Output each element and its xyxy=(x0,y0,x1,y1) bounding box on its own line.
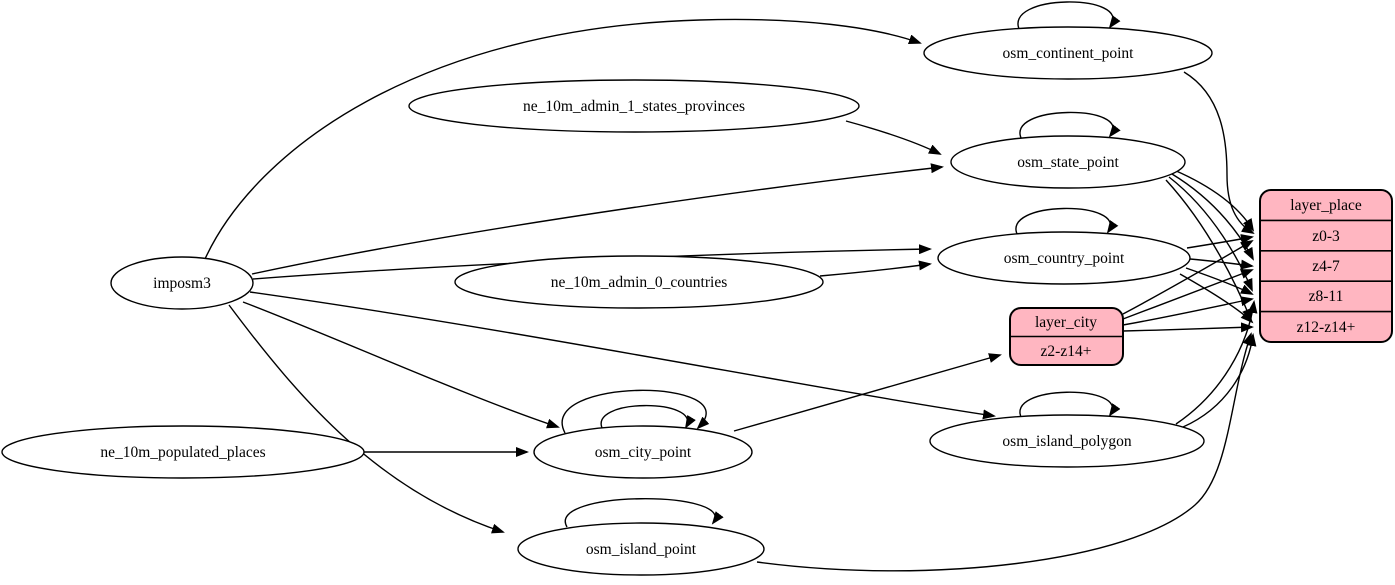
node-osm_city_point-shape xyxy=(533,425,753,479)
layer_city-row-z2-z14: z2-z14+ xyxy=(1041,343,1092,360)
edge-osm_island_polygon-layer_place-z8-11 xyxy=(1175,300,1258,425)
layer_place-title: layer_place xyxy=(1290,197,1362,214)
edge-layer_city-layer_place-z0-3 xyxy=(1122,239,1254,315)
node-osm_state_point-label: osm_state_point xyxy=(1017,154,1119,171)
edge-osm_island_point-layer_place-z12-z14 xyxy=(756,332,1253,572)
selfloop-osm_continent_point xyxy=(1017,1,1121,32)
edge-osm_island_polygon-layer_place-z12-z14 xyxy=(1182,333,1257,428)
node-ne_10m_admin_1_states_provinces-label: ne_10m_admin_1_states_provinces xyxy=(523,98,745,115)
node-osm_state_point-shape xyxy=(950,135,1186,189)
node-osm_country_point-shape xyxy=(937,231,1191,285)
node-imposm3-label: imposm3 xyxy=(153,275,211,292)
edge-osm_country_point-layer_place-z4-7 xyxy=(1189,258,1254,270)
node-osm_country_point: osm_country_point xyxy=(937,231,1191,285)
node-ne_10m_populated_places-label: ne_10m_populated_places xyxy=(100,444,265,461)
node-osm_continent_point: osm_continent_point xyxy=(923,26,1213,80)
layer_city-title: layer_city xyxy=(1035,314,1097,331)
edge-layer_city-layer_place-z8-11 xyxy=(1122,296,1254,326)
node-osm_state_point: osm_state_point xyxy=(950,135,1186,189)
edge-imposm3-osm_continent_point xyxy=(204,18,922,260)
selfloop-osm_country_point xyxy=(1015,207,1119,237)
edge-osm_country_point-layer_place-z0-3 xyxy=(1186,234,1254,249)
node-ne_10m_admin_1_states_provinces: ne_10m_admin_1_states_provinces xyxy=(408,79,860,133)
layer_place-row-z8-11: z8-11 xyxy=(1309,288,1344,305)
node-osm_island_polygon: osm_island_polygon xyxy=(929,414,1205,468)
node-ne_10m_populated_places: ne_10m_populated_places xyxy=(1,425,365,479)
edge-osm_state_point-layer_place-z0-3 xyxy=(1173,169,1255,232)
edge-ne_10m_admin_0_countries-osm_country_point xyxy=(819,260,932,277)
node-osm_city_point-label: osm_city_point xyxy=(595,444,692,461)
layer_place-row-z0-3: z0-3 xyxy=(1312,228,1340,245)
edge-layer_city-layer_place-z4-7 xyxy=(1122,269,1254,320)
selfloop-osm_city_point-outer xyxy=(561,389,710,434)
edge-osm_state_point-layer_place-z12-z14 xyxy=(1165,179,1252,322)
selfloop-osm_island_point xyxy=(564,498,724,528)
edge-osm_country_point-layer_place-z12-z14 xyxy=(1179,273,1254,324)
edge-osm_city_point-layer_city-z2-z14 xyxy=(733,353,1002,432)
layer_place-row-z12-z14: z12-z14+ xyxy=(1297,319,1356,336)
edge-ne_10m_admin_1_states_provinces-osm_state_point xyxy=(845,120,942,155)
edge-osm_continent_point-layer_place-z0-3 xyxy=(1183,71,1255,235)
edge-osm_state_point-layer_place-z8-11 xyxy=(1168,176,1253,292)
node-ne_10m_admin_0_countries-shape xyxy=(454,255,824,309)
node-osm_island_point-label: osm_island_point xyxy=(586,541,697,558)
node-layer_city: layer_city z2-z14+ xyxy=(1009,307,1124,366)
node-osm_continent_point-shape xyxy=(923,26,1213,80)
node-imposm3-shape xyxy=(110,256,254,310)
node-osm_continent_point-label: osm_continent_point xyxy=(1003,45,1135,62)
node-osm_island_point-shape xyxy=(517,522,765,576)
edge-layer_city-layer_place-z12-z14 xyxy=(1122,322,1254,333)
selfloop-osm_island_polygon xyxy=(1019,391,1121,420)
node-osm_island_polygon-shape xyxy=(929,414,1205,468)
node-ne_10m_admin_0_countries-label: ne_10m_admin_0_countries xyxy=(551,274,728,291)
edge-imposm3-osm_state_point xyxy=(251,163,944,275)
selfloop-osm_state_point xyxy=(1019,111,1121,141)
edge-osm_state_point-layer_place-z4-7 xyxy=(1171,173,1254,261)
edge-imposm3-osm_city_point xyxy=(242,301,560,429)
node-ne_10m_populated_places-shape xyxy=(1,425,365,479)
node-layer_place-box xyxy=(1259,189,1393,343)
layer_place-row-z4-7: z4-7 xyxy=(1312,258,1340,275)
node-osm_city_point: osm_city_point xyxy=(533,425,753,479)
node-ne_10m_admin_0_countries: ne_10m_admin_0_countries xyxy=(454,255,824,309)
node-osm_island_point: osm_island_point xyxy=(517,522,765,576)
node-layer_place: layer_place z0-3 z4-7 z8-11 z12-z14+ xyxy=(1259,189,1393,343)
node-imposm3: imposm3 xyxy=(110,256,254,310)
selfloop-osm_city_point-inner xyxy=(600,404,696,431)
edge-imposm3-osm_island_point xyxy=(228,304,505,534)
node-ne_10m_admin_1_states_provinces-shape xyxy=(408,79,860,133)
edge-osm_country_point-layer_place-z8-11 xyxy=(1185,267,1254,295)
node-osm_country_point-label: osm_country_point xyxy=(1004,250,1125,267)
node-osm_island_polygon-label: osm_island_polygon xyxy=(1002,433,1131,450)
edge-imposm3-osm_island_polygon xyxy=(249,291,996,420)
